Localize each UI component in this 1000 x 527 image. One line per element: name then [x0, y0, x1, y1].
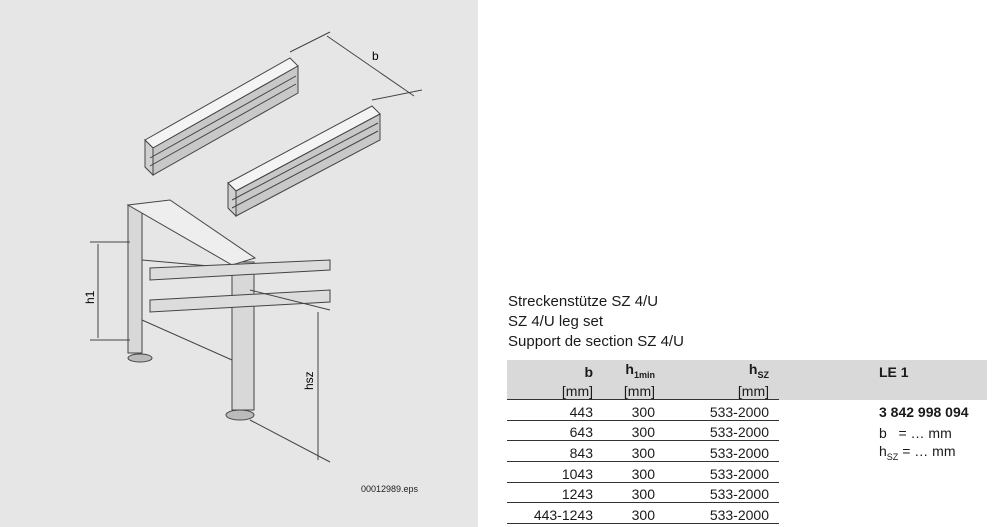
header-le: LE 1 [879, 363, 909, 380]
dim-h1 [90, 241, 130, 341]
label-hsz: hsz [302, 371, 316, 390]
table-row: 1043 300 533-2000 [507, 461, 987, 483]
cell-b: 1243 [507, 482, 595, 504]
cell-h1: 300 [595, 399, 659, 421]
label-b: b [372, 49, 379, 63]
product-titles: Streckenstütze SZ 4/U SZ 4/U leg set Sup… [508, 292, 684, 352]
dim-b [289, 31, 423, 101]
cell-hsz: 533-2000 [659, 482, 779, 504]
spec-table: b h1min hSZ LE 1 [mm] [mm] [mm] 443 300 … [507, 360, 987, 524]
leg-set-drawing: b h1 hsz [83, 31, 423, 463]
unit-h1: [mm] [595, 379, 659, 401]
header-hsz: hSZ [748, 360, 769, 380]
title-en: SZ 4/U leg set [508, 313, 604, 330]
label-h1: h1 [83, 290, 97, 304]
cell-hsz: 533-2000 [659, 461, 779, 483]
cell-b: 443 [507, 399, 595, 421]
note-hsz: hSZ = … mm [879, 442, 956, 462]
table-row: 443-1243 300 533-2000 [507, 502, 987, 524]
table-header-row: b h1min hSZ LE 1 [507, 360, 987, 380]
unit-b: [mm] [507, 379, 595, 401]
table-row: 443 300 533-2000 3 842 998 094 [507, 399, 987, 421]
header-b: b [584, 363, 593, 380]
drawing-panel: b h1 hsz 00012989.eps [0, 0, 478, 527]
table-row: 1243 300 533-2000 [507, 482, 987, 504]
file-reference: 00012989.eps [361, 484, 419, 494]
table-row: 843 300 533-2000 hSZ = … mm [507, 440, 987, 462]
note-b: b = … mm [879, 424, 952, 441]
cell-hsz: 533-2000 [659, 440, 779, 462]
cell-hsz: 533-2000 [659, 399, 779, 421]
cell-b: 843 [507, 440, 595, 462]
cell-h1: 300 [595, 502, 659, 524]
cell-b: 443-1243 [507, 502, 595, 524]
cell-b: 1043 [507, 461, 595, 483]
title-de: Streckenstütze SZ 4/U [508, 293, 659, 310]
cell-b: 643 [507, 420, 595, 442]
unit-hsz: [mm] [659, 379, 779, 401]
rail-upper [144, 57, 299, 177]
cell-h1: 300 [595, 440, 659, 462]
cell-h1: 300 [595, 461, 659, 483]
header-h1: h1min [625, 360, 655, 380]
table-row: 643 300 533-2000 b = … mm [507, 420, 987, 442]
table-units-row: [mm] [mm] [mm] [507, 379, 987, 401]
cell-h1: 300 [595, 420, 659, 442]
cell-h1: 300 [595, 482, 659, 504]
title-fr: Support de section SZ 4/U [508, 333, 684, 350]
cell-hsz: 533-2000 [659, 502, 779, 524]
rail-lower [227, 105, 381, 218]
frame [126, 199, 331, 421]
part-number: 3 842 998 094 [879, 404, 969, 421]
dim-hsz [249, 289, 331, 463]
cell-hsz: 533-2000 [659, 420, 779, 442]
